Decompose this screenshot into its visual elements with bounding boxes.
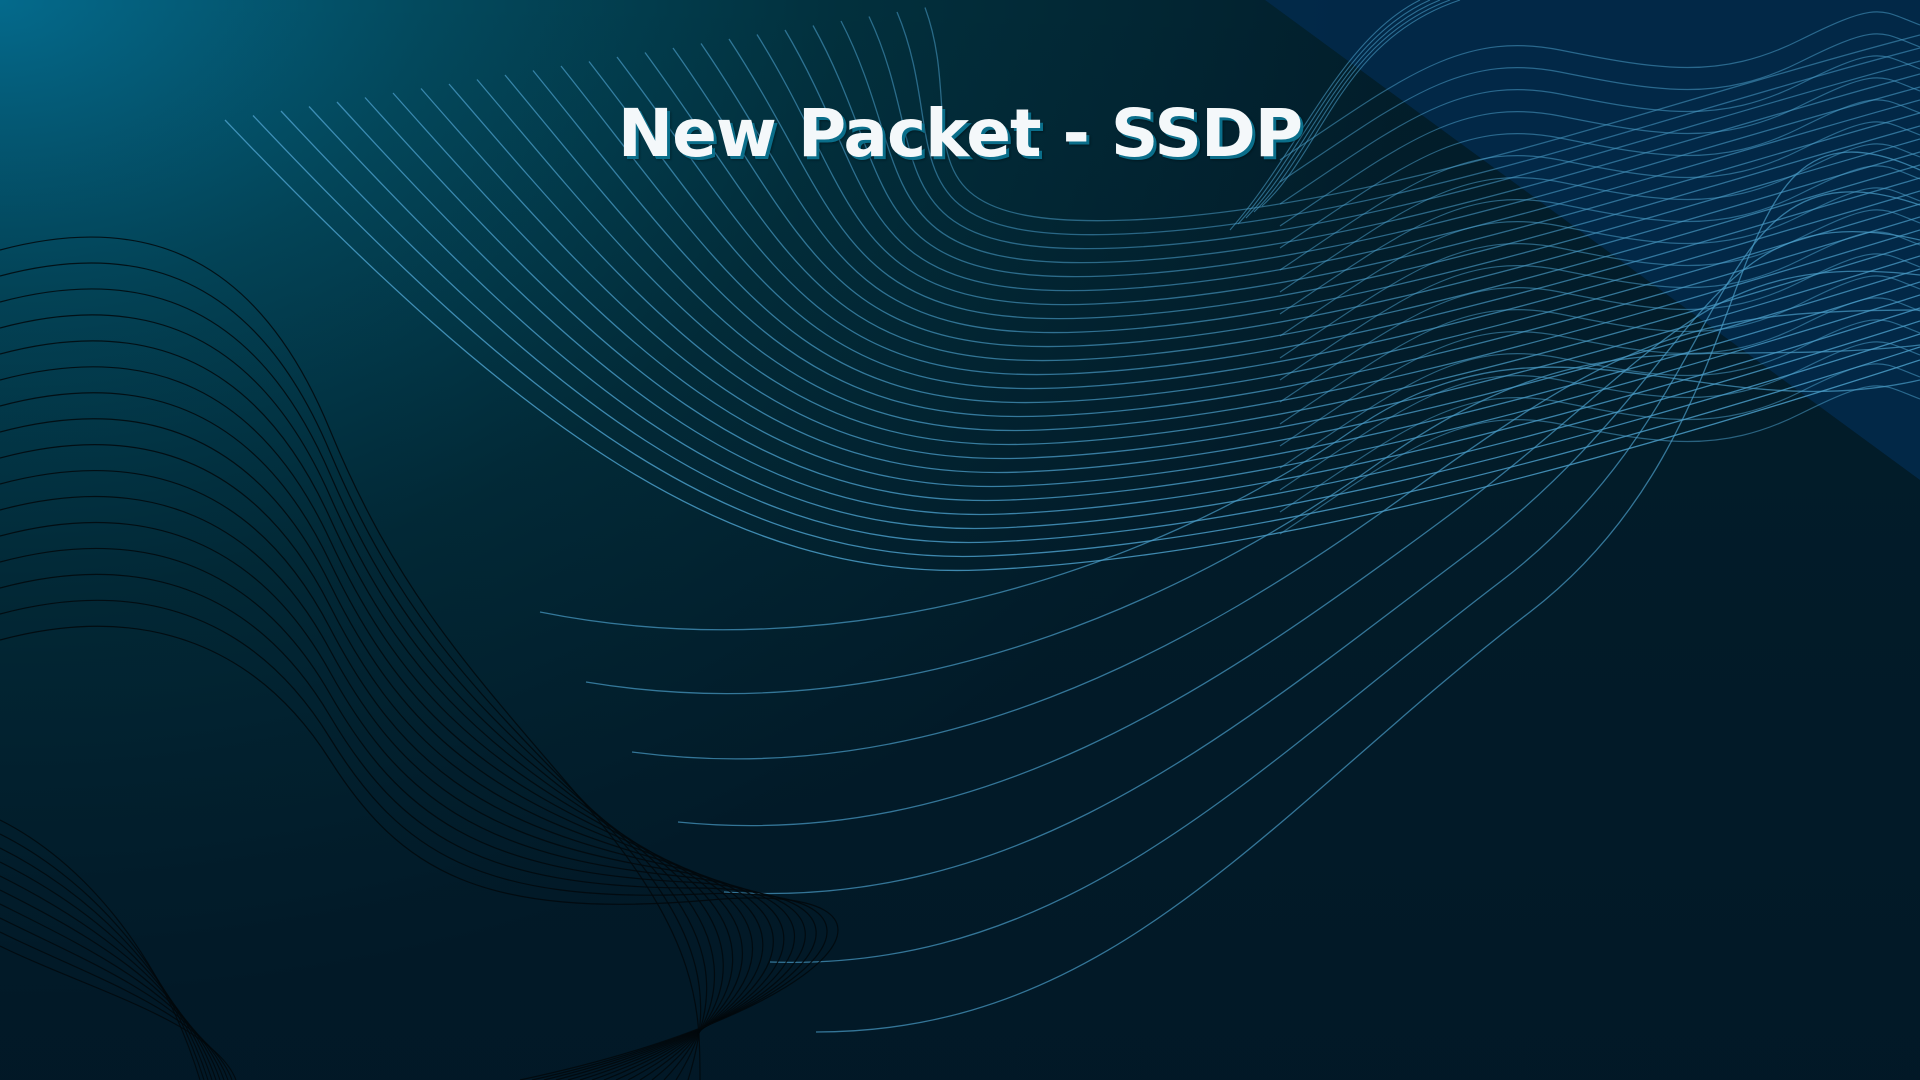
light-wave-line <box>532 70 1920 418</box>
light-wave-line <box>1279 99 1920 249</box>
dark-wave-line <box>0 861 213 1080</box>
page-title: New Packet - SSDP <box>617 95 1303 172</box>
light-wave-line <box>336 101 1920 516</box>
light-wave-line <box>1279 55 1920 205</box>
light-wave-line <box>392 92 1920 488</box>
light-wave-line <box>616 56 1920 376</box>
dark-wave-line <box>0 931 233 1080</box>
light-wave-line <box>1253 0 1451 213</box>
dark-wave-line <box>0 262 702 1080</box>
light-wave-line <box>539 366 1920 631</box>
light-wave-line <box>1279 33 1920 183</box>
light-wave-line <box>1279 253 1920 403</box>
light-wave-line <box>700 43 1920 334</box>
dark-wave-line <box>0 917 229 1080</box>
light-wave-line <box>924 7 1920 222</box>
light-wave-line <box>631 309 1920 760</box>
dark-wave-line <box>0 833 205 1080</box>
dark-wave-line <box>0 547 806 1080</box>
light-wave-line <box>504 74 1920 432</box>
light-wave-line <box>224 119 1920 572</box>
light-wave-line <box>1279 275 1920 425</box>
dark-wave-line <box>0 340 724 1080</box>
dark-wave-line <box>0 314 716 1080</box>
light-wave-line <box>1279 187 1920 337</box>
dark-wave-line <box>0 945 237 1080</box>
dark-wave-line <box>0 470 774 1080</box>
light-wave-line <box>1279 341 1920 491</box>
light-wave-line <box>672 47 1920 348</box>
light-wave-line <box>476 79 1920 446</box>
dark-wave-line <box>0 521 796 1080</box>
light-wave-line <box>769 191 1920 963</box>
dark-wave-line <box>0 889 221 1080</box>
light-wave-line <box>1279 165 1920 315</box>
light-wave-line <box>896 11 1920 236</box>
dark-wave-line <box>0 495 785 1080</box>
light-wave-line <box>644 52 1920 362</box>
light-wave-line <box>728 38 1920 320</box>
dark-wave-line <box>0 573 817 1080</box>
light-wave-line <box>280 110 1920 544</box>
dark-wave-line <box>0 875 217 1080</box>
light-wave-line <box>723 230 1920 895</box>
light-wave-line <box>1279 209 1920 359</box>
light-wave-line <box>677 270 1920 827</box>
light-wave-line <box>588 61 1920 390</box>
light-wave-line <box>756 34 1920 306</box>
dark-wave-line <box>0 288 708 1080</box>
light-wave-line <box>1279 11 1920 161</box>
dark-wave-line <box>0 599 828 1080</box>
light-wave-line <box>1279 319 1920 469</box>
light-wave-line <box>1279 297 1920 447</box>
light-wave-line <box>815 151 1920 1033</box>
dark-wave-line <box>0 444 764 1080</box>
light-wave-line <box>560 65 1920 404</box>
light-wave-line <box>812 25 1920 278</box>
light-wave-line <box>1245 0 1441 219</box>
dark-wave-line <box>0 847 209 1080</box>
light-wave-line <box>868 16 1920 250</box>
light-wave-line <box>420 88 1920 474</box>
light-wave-line <box>784 29 1920 292</box>
light-wave-line <box>1261 0 1461 207</box>
dark-wave-line <box>0 625 839 1080</box>
dark-wave-line <box>0 903 225 1080</box>
dark-wave-line <box>0 418 754 1080</box>
light-wave-line <box>585 344 1920 695</box>
light-wave-line <box>1279 143 1920 293</box>
light-wave-line <box>1229 0 1421 231</box>
dark-wave-line <box>0 236 701 1080</box>
light-wave-line <box>448 83 1920 460</box>
light-wave-line <box>1237 0 1431 225</box>
light-wave-line <box>308 106 1920 530</box>
light-wave-line <box>1279 77 1920 227</box>
light-wave-line <box>840 20 1920 264</box>
dark-wave-line <box>0 819 201 1080</box>
light-wave-line <box>1279 231 1920 381</box>
dark-wave-line <box>0 366 734 1080</box>
light-wave-line <box>1279 121 1920 271</box>
dark-wave-line <box>0 392 743 1080</box>
light-wave-line <box>1279 363 1920 513</box>
